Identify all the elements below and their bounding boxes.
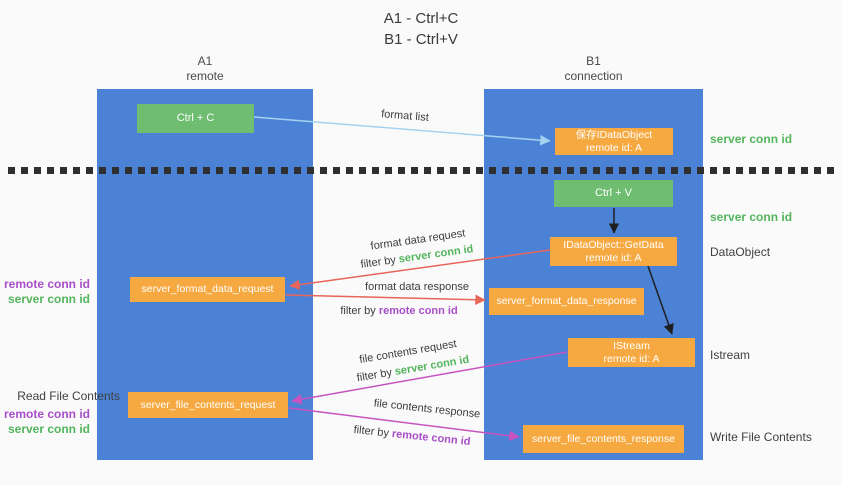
label-file-contents-response: file contents response	[373, 397, 481, 421]
node-server-format-data-response: server_format_data_response	[489, 288, 644, 315]
node-istream-line1: IStream	[613, 339, 650, 352]
node-file-request-label: server_file_contents_request	[140, 398, 276, 411]
filter-by-text: filter by	[359, 253, 400, 271]
node-server-file-contents-response: server_file_contents_response	[523, 425, 684, 453]
filter-by-text: filter by	[340, 305, 379, 317]
annotation-server-conn-id-1: server conn id	[710, 132, 793, 146]
lane-b1-subtitle: connection	[564, 69, 623, 83]
lane-header-b1: B1 connection	[484, 54, 703, 84]
label-format-data-response: format data response	[365, 281, 469, 293]
annotation-istream: Istream	[710, 348, 751, 362]
title-line-2: B1 - Ctrl+V	[384, 31, 458, 48]
filter-by-text: filter by	[355, 366, 396, 385]
node-save-idataobject-line1: 保存IDataObject	[575, 128, 653, 141]
lane-header-a1: A1 remote	[97, 54, 313, 84]
lane-a1-subtitle: remote	[186, 69, 224, 83]
node-ctrl-v: Ctrl + V	[554, 180, 673, 207]
node-ctrl-c-label: Ctrl + C	[176, 112, 215, 124]
node-getdata-line2: remote id: A	[585, 251, 642, 264]
annotation-write-file-contents: Write File Contents	[710, 430, 812, 444]
node-istream-line2: remote id: A	[603, 352, 660, 365]
node-ctrl-c: Ctrl + C	[137, 104, 254, 133]
remote-conn-id-keyword: remote conn id	[378, 305, 458, 317]
annotation-server-conn-id-left-2: server conn id	[7, 422, 90, 436]
arrow-format-data-response	[285, 294, 486, 306]
annotation-server-conn-id-2: server conn id	[710, 210, 793, 224]
node-file-response-label: server_file_contents_response	[531, 432, 675, 445]
node-server-file-contents-request: server_file_contents_request	[128, 392, 288, 418]
node-idataobject-getdata: IDataObject::GetData remote id: A	[550, 237, 677, 266]
annotation-remote-conn-id-2: remote conn id	[3, 407, 90, 421]
annotation-read-file-contents: Read File Contents	[17, 389, 120, 403]
node-istream: IStream remote id: A	[568, 338, 695, 367]
label-format-list: format list	[380, 108, 430, 124]
annotation-conn-ids-file: remote conn id server conn id	[0, 407, 90, 437]
node-getdata-line1: IDataObject::GetData	[563, 238, 664, 251]
lane-a1-title: A1	[197, 54, 213, 68]
diagram-title: A1 - Ctrl+C B1 - Ctrl+V	[0, 8, 842, 50]
node-format-request-label: server_format_data_request	[141, 283, 274, 295]
title-line-1: A1 - Ctrl+C	[383, 10, 459, 27]
lane-b1-title: B1	[586, 54, 601, 68]
node-save-idataobject: 保存IDataObject remote id: A	[555, 128, 673, 155]
annotation-conn-ids-format: remote conn id server conn id	[0, 277, 90, 307]
annotation-remote-conn-id-1: remote conn id	[3, 277, 90, 291]
remote-conn-id-keyword: remote conn id	[391, 427, 471, 449]
annotation-server-conn-id-left-1: server conn id	[7, 292, 90, 306]
dotted-divider	[8, 167, 836, 174]
annotation-dataobject: DataObject	[710, 245, 771, 259]
node-format-response-label: server_format_data_response	[496, 295, 637, 307]
node-save-idataobject-line2: remote id: A	[585, 141, 643, 154]
node-ctrl-v-label: Ctrl + V	[595, 187, 632, 199]
filter-by-text: filter by	[353, 423, 393, 440]
node-server-format-data-request: server_format_data_request	[130, 277, 285, 302]
label-filter-format-response: filter by remote conn id	[340, 305, 457, 317]
label-filter-file-response: filter by remote conn id	[353, 424, 471, 448]
